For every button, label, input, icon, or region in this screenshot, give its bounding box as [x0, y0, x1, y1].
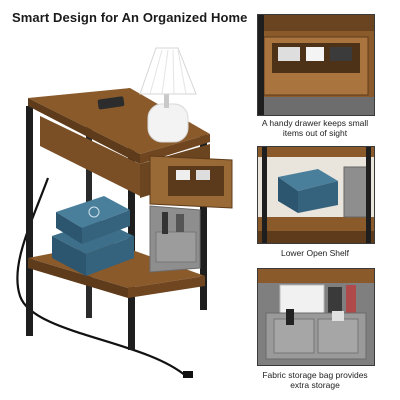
plug-icon [183, 371, 193, 378]
feature-caption-shelf: Lower Open Shelf [280, 248, 350, 258]
nightstand-product-image [16, 47, 233, 378]
drawer-closeup-photo-icon [258, 15, 374, 115]
storage-bag-photo-icon [258, 269, 374, 365]
open-shelf-photo-icon [258, 147, 374, 243]
feature-panel-bag [257, 268, 375, 366]
feature-caption-drawer: A handy drawer keeps small items out of … [261, 118, 369, 138]
feature-panel-shelf [257, 146, 375, 244]
feature-caption-bag: Fabric storage bag provides extra storag… [262, 370, 368, 390]
feature-panel-drawer [257, 14, 375, 116]
page-headline: Smart Design for An Organized Home [12, 10, 248, 25]
